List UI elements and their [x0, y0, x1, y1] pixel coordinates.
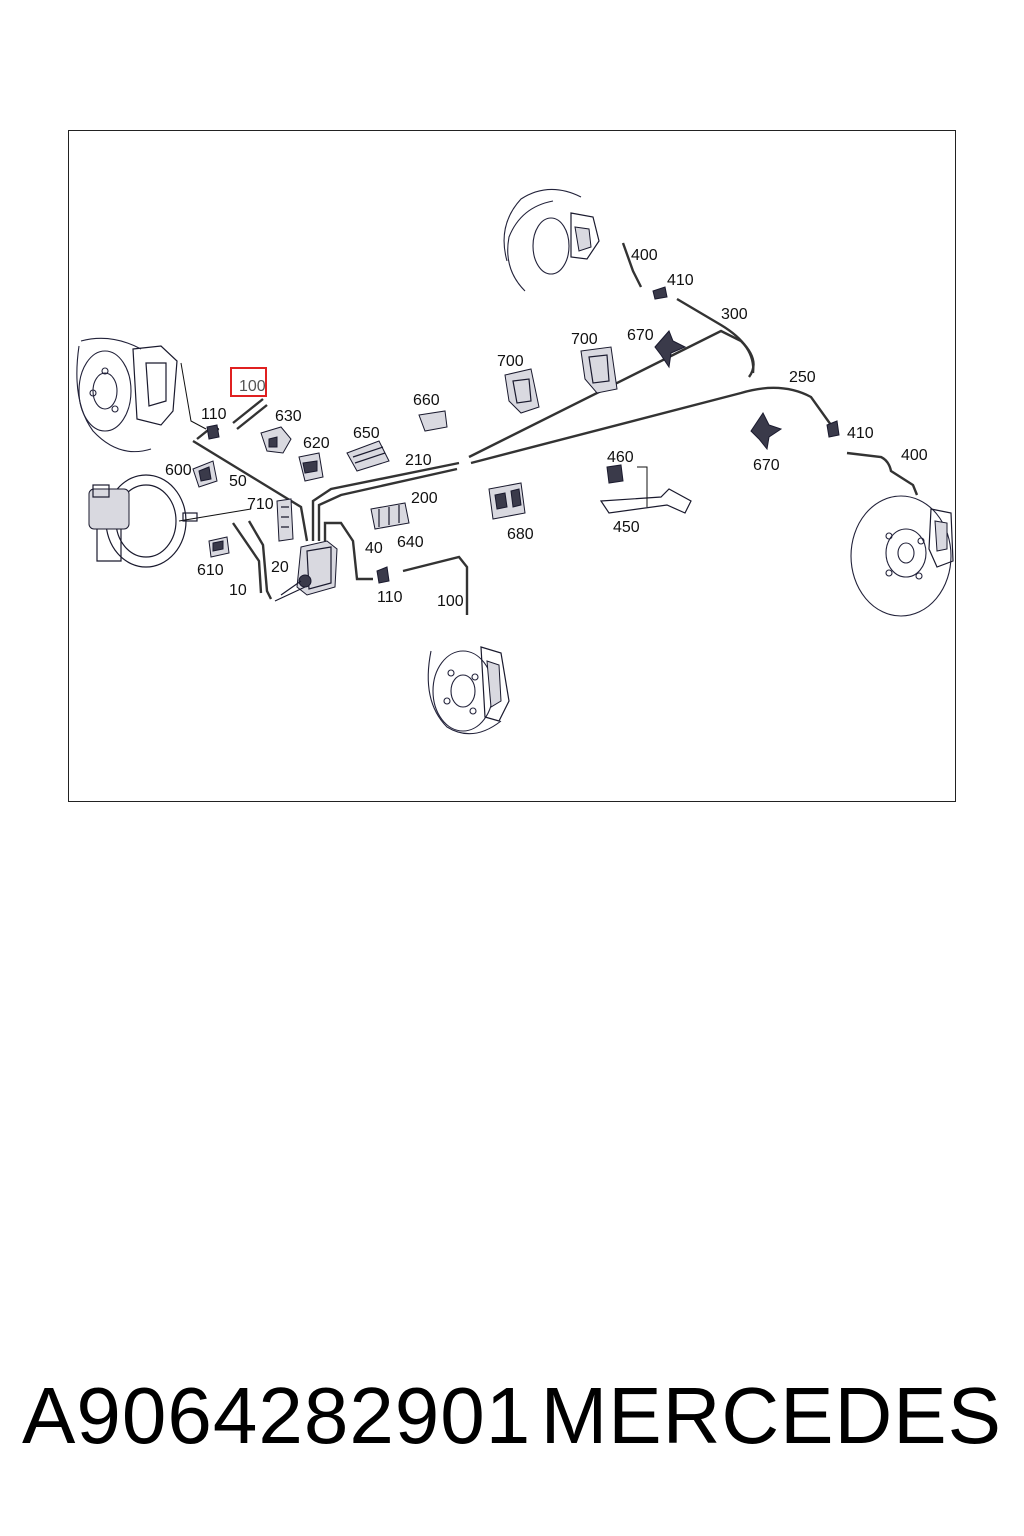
clip-640 — [370, 502, 410, 530]
callout-670-right: 670 — [753, 457, 780, 474]
callout-610: 610 — [197, 562, 224, 579]
brand-name: MERCEDES — [540, 1371, 1002, 1460]
rear-right-brake-disc — [850, 495, 954, 617]
clip-660 — [418, 410, 448, 432]
brake-system-exploded-view: 100 110 630 620 650 660 600 50 710 610 2… — [76, 188, 954, 735]
callout-640: 640 — [397, 534, 424, 551]
callout-110-bottom: 110 — [377, 589, 403, 606]
callout-210: 210 — [405, 452, 432, 469]
callout-630: 630 — [275, 408, 302, 425]
clip-680 — [488, 482, 526, 520]
callout-110-left: 110 — [201, 406, 227, 423]
bracket-710 — [276, 498, 294, 542]
callout-680: 680 — [507, 526, 534, 543]
footer: A9064282901 MERCEDES — [0, 1370, 1024, 1470]
callout-50: 50 — [229, 473, 247, 490]
clip-670-top — [654, 330, 687, 369]
highlight-box — [230, 367, 267, 397]
callout-450: 450 — [613, 519, 640, 536]
callout-40: 40 — [365, 540, 383, 557]
callout-460: 460 — [607, 449, 634, 466]
clip-670-right — [750, 412, 783, 451]
callout-710: 710 — [247, 496, 274, 513]
bracket-700-b — [580, 346, 618, 394]
callout-670-top: 670 — [627, 327, 654, 344]
callout-410-top: 410 — [667, 272, 694, 289]
callout-100-bottom: 100 — [437, 593, 464, 610]
brake-lines — [192, 242, 919, 615]
rear-left-brake-disc — [427, 646, 510, 735]
abs-hydraulic-unit — [274, 540, 338, 602]
callout-200: 200 — [411, 490, 438, 507]
callout-300: 300 — [721, 306, 748, 323]
parts-diagram: 100 110 630 620 650 660 600 50 710 610 2… — [68, 130, 956, 802]
part-number: A9064282901 — [22, 1371, 532, 1460]
callout-700-b: 700 — [571, 331, 598, 348]
callout-20: 20 — [271, 559, 289, 576]
connector-110-left — [206, 424, 220, 440]
front-left-brake-disc — [76, 337, 207, 453]
callout-410-right: 410 — [847, 425, 874, 442]
connector-110-bottom — [376, 566, 390, 584]
bracket-700-a — [504, 368, 540, 414]
callout-660: 660 — [413, 392, 440, 409]
clip-610 — [208, 536, 230, 558]
callout-400-right: 400 — [901, 447, 928, 464]
front-right-brake-disc — [503, 188, 600, 292]
callout-250: 250 — [789, 369, 816, 386]
connector-410-right — [826, 420, 840, 438]
clip-650 — [346, 440, 390, 472]
callout-400-top: 400 — [631, 247, 658, 264]
callout-100-highlighted: 100 — [239, 378, 266, 395]
connector-410-top — [652, 286, 668, 300]
clip-600 — [192, 460, 218, 488]
callout-650: 650 — [353, 425, 380, 442]
callout-600: 600 — [165, 462, 192, 479]
clip-620 — [298, 452, 324, 482]
callout-700-a: 700 — [497, 353, 524, 370]
callout-620: 620 — [303, 435, 330, 452]
brake-booster — [88, 474, 252, 568]
callout-10: 10 — [229, 582, 247, 599]
bracket-450 — [599, 464, 692, 514]
clip-630 — [260, 426, 292, 454]
